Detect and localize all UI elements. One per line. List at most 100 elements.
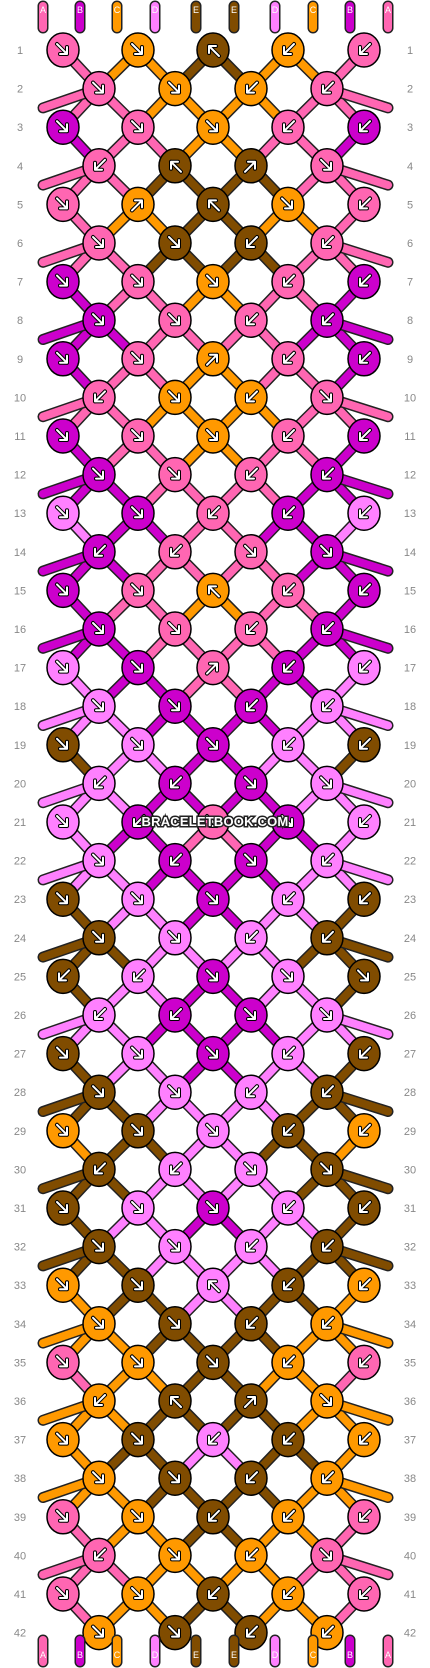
knot[interactable] [310,611,344,647]
knot[interactable] [271,804,305,840]
knot[interactable] [347,572,381,609]
knot[interactable] [46,1344,80,1381]
knot[interactable] [82,70,116,107]
knot[interactable] [46,263,80,300]
knot[interactable] [271,1190,305,1226]
knot[interactable] [82,920,116,956]
knot[interactable] [310,148,344,184]
knot[interactable] [158,534,192,570]
knot[interactable] [46,109,80,145]
knot[interactable] [271,649,305,686]
knot[interactable] [347,881,381,917]
knot[interactable] [234,1306,268,1342]
knot[interactable] [196,727,230,763]
knot[interactable] [310,765,344,802]
knot[interactable] [271,1576,305,1612]
knot[interactable] [271,418,305,454]
knot[interactable] [82,379,116,416]
knot[interactable] [46,804,80,840]
knot[interactable] [158,148,192,184]
knot[interactable] [196,881,230,917]
knot[interactable] [158,842,192,879]
knot[interactable] [121,109,155,145]
knot[interactable] [347,1344,381,1381]
knot[interactable] [310,1306,344,1342]
knot[interactable] [271,495,305,531]
knot[interactable] [271,1499,305,1535]
knot[interactable] [310,842,344,879]
knot[interactable] [196,804,230,840]
knot[interactable] [196,1190,230,1226]
knot[interactable] [158,1537,192,1574]
knot[interactable] [121,186,155,223]
knot[interactable] [310,1383,344,1419]
knot[interactable] [347,804,381,840]
knot[interactable] [310,534,344,570]
knot[interactable] [82,1614,116,1651]
knot[interactable] [121,1267,155,1303]
knot[interactable] [347,341,381,377]
knot[interactable] [46,1576,80,1612]
knot[interactable] [196,495,230,531]
knot[interactable] [234,302,268,338]
knot[interactable] [158,1228,192,1265]
knot[interactable] [158,1306,192,1342]
knot[interactable] [271,32,305,68]
knot[interactable] [82,148,116,184]
knot[interactable] [234,842,268,879]
knot[interactable] [46,1035,80,1072]
knot[interactable] [347,186,381,223]
knot[interactable] [196,186,230,223]
knot[interactable] [271,1035,305,1072]
knot[interactable] [46,1499,80,1535]
knot[interactable] [82,456,116,493]
knot[interactable] [234,920,268,956]
knot[interactable] [121,1576,155,1612]
knot[interactable] [121,1113,155,1149]
knot[interactable] [347,109,381,145]
knot[interactable] [271,572,305,609]
knot[interactable] [234,1383,268,1419]
knot[interactable] [121,881,155,917]
knot[interactable] [121,263,155,300]
knot[interactable] [310,688,344,724]
knot[interactable] [46,418,80,454]
knot[interactable] [234,225,268,261]
knot[interactable] [310,225,344,261]
knot[interactable] [196,418,230,454]
knot[interactable] [310,456,344,493]
knot[interactable] [121,341,155,377]
knot[interactable] [46,1421,80,1458]
knot[interactable] [158,225,192,261]
knot[interactable] [121,1499,155,1535]
knot[interactable] [234,765,268,802]
knot[interactable] [347,1113,381,1149]
knot[interactable] [158,611,192,647]
knot[interactable] [271,727,305,763]
knot[interactable] [121,649,155,686]
knot[interactable] [158,688,192,724]
knot[interactable] [234,1228,268,1265]
knot[interactable] [271,341,305,377]
knot[interactable] [46,1113,80,1149]
knot[interactable] [121,1190,155,1226]
knot[interactable] [271,263,305,300]
knot[interactable] [196,32,230,68]
knot[interactable] [196,1576,230,1612]
knot[interactable] [121,1035,155,1072]
knot[interactable] [121,727,155,763]
knot[interactable] [82,765,116,802]
knot[interactable] [347,1267,381,1303]
knot[interactable] [347,958,381,995]
knot[interactable] [310,379,344,416]
knot[interactable] [46,341,80,377]
knot[interactable] [46,186,80,223]
knot[interactable] [46,572,80,609]
knot[interactable] [234,534,268,570]
knot[interactable] [234,997,268,1033]
knot[interactable] [347,1499,381,1535]
knot[interactable] [82,1383,116,1419]
knot[interactable] [234,1460,268,1496]
knot[interactable] [158,997,192,1033]
knot[interactable] [347,727,381,763]
